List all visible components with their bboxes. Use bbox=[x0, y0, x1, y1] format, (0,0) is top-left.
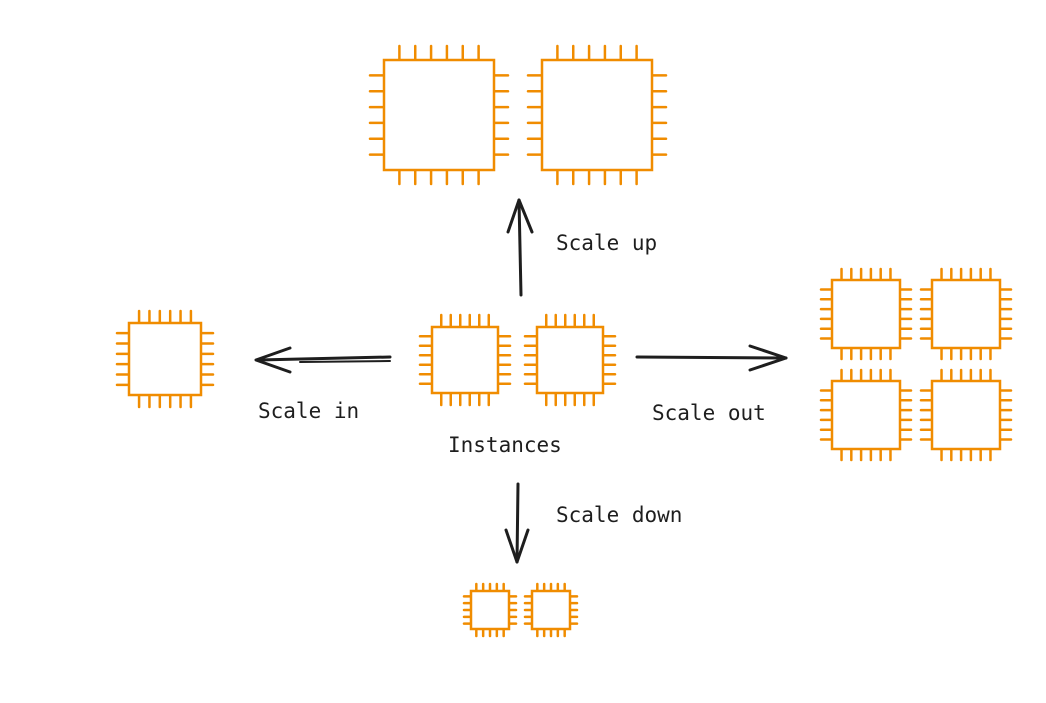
scale-down-label: Scale down bbox=[556, 503, 682, 527]
large-instance-chip-icon bbox=[368, 44, 510, 186]
small-instance-chip-icon bbox=[462, 582, 518, 638]
scale-up-arrow bbox=[506, 198, 534, 297]
small-instance-chip-icon bbox=[523, 582, 579, 638]
instance-chip-icon bbox=[819, 368, 913, 462]
large-instance-chip-icon bbox=[526, 44, 668, 186]
scale-in-arrow bbox=[254, 346, 392, 374]
instance-chip-icon bbox=[819, 267, 913, 361]
scale-in-label: Scale in bbox=[258, 399, 359, 423]
scale-out-label: Scale out bbox=[652, 401, 766, 425]
instance-chip-icon bbox=[919, 368, 1013, 462]
scale-up-label: Scale up bbox=[556, 231, 657, 255]
instance-chip-icon bbox=[115, 309, 215, 409]
instance-chips bbox=[115, 44, 1013, 638]
instances-label: Instances bbox=[448, 433, 562, 457]
instance-chip-icon bbox=[919, 267, 1013, 361]
instance-chip-icon bbox=[523, 313, 617, 407]
instance-chip-icon bbox=[418, 313, 512, 407]
scale-down-arrow bbox=[504, 482, 530, 564]
scale-out-arrow bbox=[635, 344, 788, 372]
